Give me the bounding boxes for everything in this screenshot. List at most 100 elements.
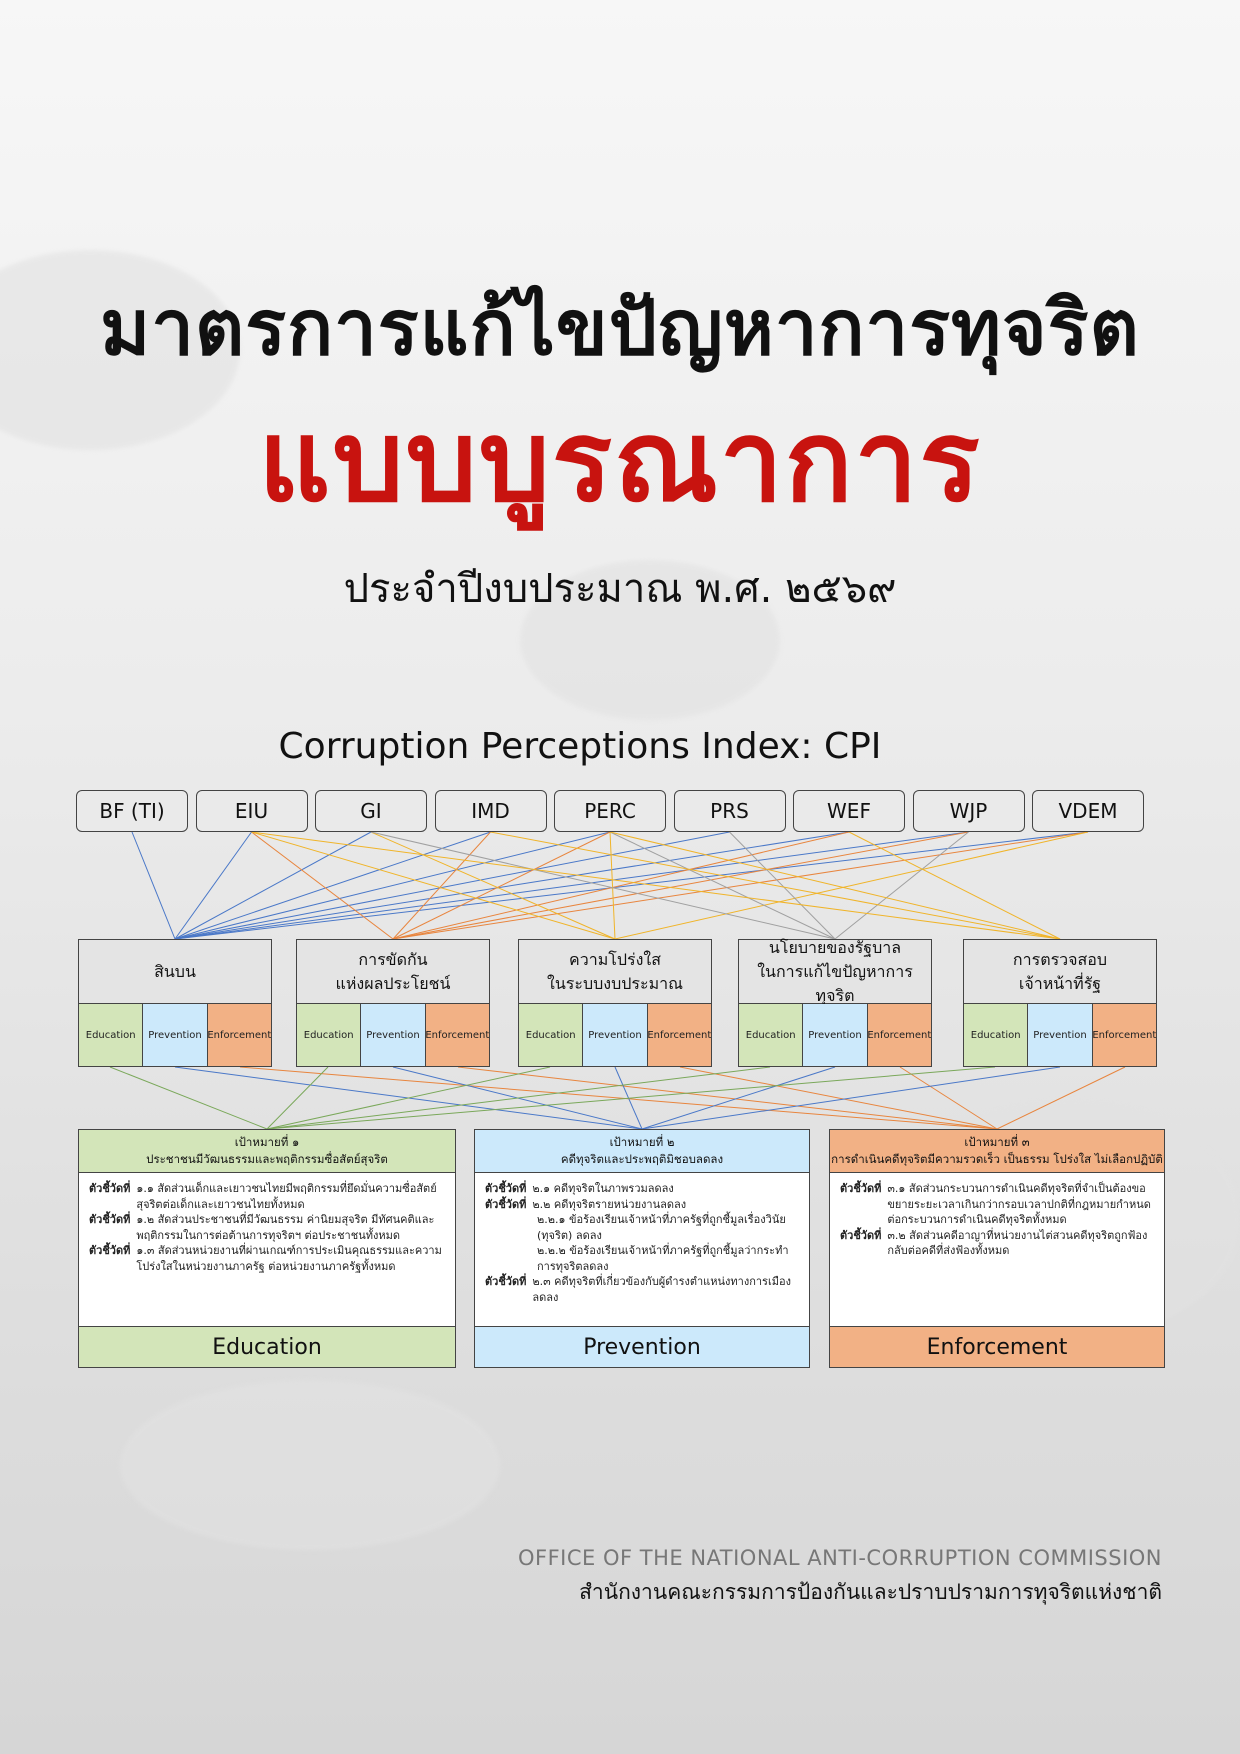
indicator-label: ตัวชี้วัดที่ — [485, 1182, 527, 1195]
indicator-text: ๒.๑ คดีทุจริตในภาพรวมลดลง — [532, 1182, 674, 1195]
org-name-th: สำนักงานคณะกรรมการป้องกันและปราบปรามการท… — [579, 1580, 1162, 1604]
sub-education: Education — [739, 1004, 804, 1066]
source-category-line — [729, 831, 836, 940]
source-category-line — [392, 831, 850, 940]
goal-indicators: ตัวชี้วัดที่๒.๑ คดีทุจริตในภาพรวมลดลงตัว… — [475, 1173, 809, 1326]
indicator-label: ตัวชี้วัดที่ — [840, 1228, 882, 1242]
sub-enforcement: Enforcement — [207, 1004, 271, 1066]
title-line-1: มาตรการแก้ไขปัญหาการทุจริต — [100, 283, 1140, 372]
sub-enforcement: Enforcement — [647, 1004, 711, 1066]
sub-education: Education — [964, 1004, 1029, 1066]
indicator: ตัวชี้วัดที่๒.๓ คดีทุจริตที่เกี่ยวข้องกั… — [485, 1274, 799, 1305]
source-category-line — [174, 831, 372, 940]
sub-prevention: Prevention — [143, 1004, 208, 1066]
source-category-line — [251, 831, 394, 940]
source-category-line — [614, 831, 1089, 940]
indicator-text: ๑.๒ สัดส่วนประชาชนที่มีวัฒนธรรม ค่านิยมส… — [136, 1213, 435, 1242]
category-title: สินบน — [79, 940, 271, 1004]
sub-prevention: Prevention — [361, 1004, 426, 1066]
cpi-source-box: PERC — [554, 790, 666, 832]
goal-indicators: ตัวชี้วัดที่ ๓.๑ สัดส่วนกระบวนการดำเนินคด… — [830, 1173, 1164, 1326]
source-category-line — [174, 831, 252, 940]
category-goal-line — [266, 1066, 771, 1130]
indicator-label: ตัวชี้วัดที่ — [840, 1182, 882, 1195]
indicator-label: ตัวชี้วัดที่ — [485, 1197, 527, 1211]
sub-enforcement: Enforcement — [425, 1004, 489, 1066]
indicator: ตัวชี้วัดที่๑.๓ สัดส่วนหน่วยงานที่ผ่านเก… — [89, 1243, 445, 1274]
category-box: นโยบายของรัฐบาล ในการแก้ไขปัญหาการทุจริต… — [738, 938, 932, 1067]
map-decoration — [0, 250, 240, 450]
indicator: ตัวชี้วัดที่๓.๒ สัดส่วนคดีอาญาที่หน่วยงา… — [840, 1228, 1154, 1259]
cpi-source-box: EIU — [195, 790, 308, 832]
source-category-line — [490, 831, 1061, 940]
source-category-line — [370, 831, 836, 940]
cpi-source-box: BF (TI) — [76, 790, 188, 832]
indicator: ตัวชี้วัดที่ ๑.๒ สัดส่วนประชาชนที่มีวัฒนธ… — [89, 1212, 445, 1243]
sub-prevention: Prevention — [803, 1004, 868, 1066]
indicator-label: ตัวชี้วัดที่ — [89, 1213, 131, 1226]
source-category-line — [392, 831, 1089, 940]
goal-header: เป้าหมายที่ ๑ประชาชนมีวัฒนธรรมและพฤติกรร… — [79, 1130, 455, 1173]
goal-footer: Education — [79, 1326, 455, 1367]
org-name-en: OFFICE OF THE NATIONAL ANTI-CORRUPTION C… — [517, 1546, 1162, 1570]
indicator-text: ๒.๒.๑ ข้อร้องเรียนเจ้าหน้าที่ภาครัฐที่ถู… — [537, 1213, 786, 1242]
sub-enforcement: Enforcement — [867, 1004, 931, 1066]
goal-title: คดีทุจริตและประพฤติมิชอบลดลง — [560, 1152, 724, 1166]
source-category-line — [609, 831, 836, 940]
category-goal-line — [109, 1066, 268, 1130]
category-title: นโยบายของรัฐบาล ในการแก้ไขปัญหาการทุจริต — [739, 938, 931, 1005]
category-goal-line — [679, 1066, 998, 1130]
indicator: ตัวชี้วัดที่ ๓.๑ สัดส่วนกระบวนการดำเนินคด… — [840, 1181, 1154, 1228]
goal-header: เป้าหมายที่ ๓การดำเนินคดีทุจริตมีความรวด… — [830, 1130, 1164, 1173]
indicator: ๒.๒.๑ ข้อร้องเรียนเจ้าหน้าที่ภาครัฐที่ถู… — [485, 1212, 799, 1243]
sub-education: Education — [297, 1004, 362, 1066]
indicator-text: ๒.๒.๒ ข้อร้องเรียนเจ้าหน้าที่ภาครัฐที่ถู… — [537, 1244, 789, 1273]
category-goal-line — [266, 1066, 329, 1130]
goal-box: เป้าหมายที่ ๓การดำเนินคดีทุจริตมีความรวด… — [829, 1129, 1165, 1368]
title-line-2: แบบบูรณาการ — [258, 397, 982, 527]
source-category-line — [174, 831, 611, 940]
source-category-line — [392, 831, 969, 940]
sub-prevention: Prevention — [583, 1004, 648, 1066]
goal-footer: Prevention — [475, 1326, 809, 1367]
category-goal-line — [641, 1066, 836, 1130]
source-category-line — [251, 831, 616, 940]
category-goal-line — [996, 1066, 1126, 1130]
source-category-line — [834, 831, 969, 940]
map-decoration — [520, 560, 780, 720]
subtitle: ประจำปีงบประมาณ พ.ศ. ๒๕๖๙ — [343, 566, 897, 612]
source-category-line — [251, 831, 1061, 940]
category-goal-line — [266, 1066, 996, 1130]
source-category-line — [392, 831, 491, 940]
goal-box: เป้าหมายที่ ๑ประชาชนมีวัฒนธรรมและพฤติกรร… — [78, 1129, 456, 1368]
cpi-source-box: VDEM — [1032, 790, 1144, 832]
goal-heading: เป้าหมายที่ ๑ — [234, 1135, 300, 1149]
indicator-text: ๒.๒ คดีทุจริตรายหน่วยงานลดลง — [532, 1197, 687, 1211]
category-goal-line — [899, 1066, 998, 1130]
indicator-label: ตัวชี้วัดที่ — [485, 1275, 527, 1288]
cpi-source-box: PRS — [673, 790, 786, 832]
source-category-line — [174, 831, 491, 940]
indicator-text: ๑.๑ สัดส่วนเด็กและเยาวชนไทยมีพฤติกรรมที่… — [136, 1182, 437, 1211]
source-category-line — [174, 831, 850, 940]
sub-prevention: Prevention — [1028, 1004, 1093, 1066]
source-category-line — [174, 831, 1089, 940]
indicator: ๒.๒.๒ ข้อร้องเรียนเจ้าหน้าที่ภาครัฐที่ถู… — [485, 1243, 799, 1274]
indicator: ตัวชี้วัดที่ ๒.๑ คดีทุจริตในภาพรวมลดลง — [485, 1181, 799, 1197]
indicator-text: ๓.๑ สัดส่วนกระบวนการดำเนินคดีทุจริตที่จำ… — [887, 1182, 1151, 1226]
category-goal-line — [266, 1066, 551, 1130]
cpi-source-box: GI — [315, 790, 427, 832]
goal-heading: เป้าหมายที่ ๓ — [964, 1135, 1030, 1149]
indicator-label: ตัวชี้วัดที่ — [89, 1182, 131, 1195]
goal-heading: เป้าหมายที่ ๒ — [609, 1135, 675, 1149]
cpi-title: Corruption Perceptions Index: CPI — [278, 726, 882, 767]
source-category-line — [174, 831, 969, 940]
sub-education: Education — [79, 1004, 144, 1066]
source-category-line — [370, 831, 616, 940]
cpi-source-box: WEF — [793, 790, 905, 832]
goal-box: เป้าหมายที่ ๒คดีทุจริตและประพฤติมิชอบลดล… — [474, 1129, 810, 1368]
